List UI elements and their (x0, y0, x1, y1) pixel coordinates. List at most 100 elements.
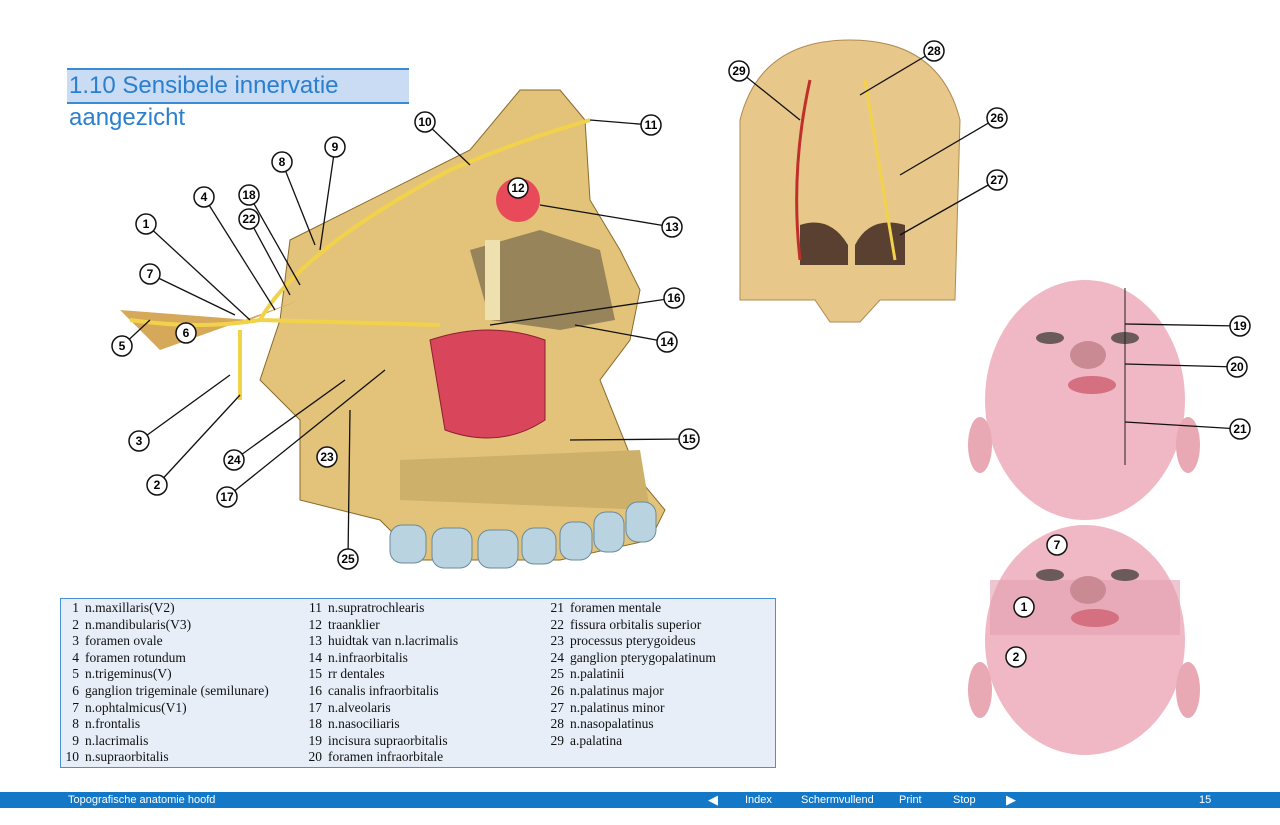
legend-label: incisura supraorbitalis (328, 732, 448, 748)
legend-number: 18 (308, 716, 323, 732)
legend-item: 11 n.supratrochlearis (304, 600, 458, 617)
callout-number: 10 (418, 115, 432, 129)
callout-number: 27 (990, 173, 1004, 187)
legend-number: 27 (550, 699, 565, 715)
legend-number: 2 (72, 616, 79, 632)
leader-line (899, 179, 998, 236)
face-illustration-top (968, 280, 1200, 520)
page-number: 15 (1199, 794, 1212, 806)
callout-7: 7 (139, 263, 236, 316)
footer-bar: Topografische anatomie hoofd ◀ Index Sch… (0, 792, 1280, 808)
index-link[interactable]: Index (745, 794, 772, 806)
callout-1: 1 (135, 213, 251, 321)
print-link[interactable]: Print (899, 794, 922, 806)
legend-label: n.nasopalatinus (570, 716, 654, 732)
legend-number: 14 (308, 649, 323, 665)
leader-line (203, 196, 276, 311)
callout-3: 3 (128, 374, 231, 452)
callout-23: 23 (316, 446, 338, 468)
callout-17: 17 (216, 369, 386, 508)
callout-number: 2 (1013, 650, 1020, 664)
callout-16: 16 (489, 287, 685, 326)
fullscreen-link[interactable]: Schermvullend (801, 794, 874, 806)
leader-line (859, 50, 935, 96)
leader-line (248, 218, 291, 296)
legend-label: n.infraorbitalis (328, 649, 408, 665)
legend-number: 4 (72, 649, 79, 665)
legend-number: 8 (72, 716, 79, 732)
legend-label: n.supraorbitalis (85, 749, 169, 765)
legend-item: 14 n.infraorbitalis (304, 650, 458, 667)
callout-18: 18 (238, 184, 301, 286)
stop-link[interactable]: Stop (953, 794, 976, 806)
callout-number: 24 (227, 453, 241, 467)
callout-number: 15 (682, 432, 696, 446)
callout-number: 4 (201, 190, 208, 204)
leader-line (489, 297, 675, 326)
legend-label: traanklier (328, 616, 380, 632)
legend-item: 20 foramen infraorbitale (304, 749, 458, 766)
callout-number: 26 (990, 111, 1004, 125)
callout-number: 1 (1021, 600, 1028, 614)
leader-line (1124, 323, 1241, 327)
callout-12: 12 (507, 177, 529, 199)
callout-number: 14 (660, 335, 674, 349)
leader-line (539, 204, 673, 228)
legend-label: n.supratrochlearis (328, 600, 425, 615)
callout-4: 4 (193, 186, 276, 311)
callout-28: 28 (859, 40, 945, 96)
legend-label: n.palatinii (570, 666, 625, 682)
legend-item: 16 canalis infraorbitalis (304, 683, 458, 700)
callout-number: 8 (279, 155, 286, 169)
triangle-left-icon[interactable]: ◀ (708, 792, 718, 807)
legend-number: 20 (308, 749, 323, 765)
callout-8: 8 (271, 151, 316, 246)
legend-label: huidtak van n.lacrimalis (328, 633, 459, 649)
callout-number: 9 (332, 140, 339, 154)
callout-13: 13 (539, 204, 683, 238)
callout-number: 28 (927, 44, 941, 58)
legend-label: n.palatinus minor (570, 699, 665, 715)
legend-label: n.lacrimalis (85, 732, 149, 748)
legend-number: 16 (308, 682, 323, 698)
callout-number: 6 (183, 326, 190, 340)
callout-14: 14 (574, 324, 678, 353)
legend-number: 24 (550, 649, 565, 665)
triangle-right-icon[interactable]: ▶ (1006, 792, 1016, 807)
callout-2: 2 (1005, 646, 1027, 668)
callout-19: 19 (1124, 315, 1251, 337)
callout-25: 25 (337, 409, 359, 570)
callout-27: 27 (899, 169, 1008, 236)
leader-line (233, 379, 346, 461)
page-title: 1.10 Sensibele innervatie aangezicht (67, 68, 409, 131)
legend-number: 15 (308, 666, 323, 682)
legend-label: canalis infraorbitalis (328, 682, 439, 698)
skull-lateral-illustration (120, 89, 666, 569)
callout-number: 17 (220, 490, 234, 504)
leader-line (248, 194, 301, 286)
callout-number: 20 (1230, 360, 1244, 374)
legend-number: 11 (309, 600, 322, 615)
callout-number: 29 (732, 64, 746, 78)
legend-label: foramen infraorbitale (328, 749, 444, 765)
legend-number: 19 (308, 732, 323, 748)
callout-number: 7 (1054, 538, 1061, 552)
legend-item: 2 n.mandibularis(V3) (61, 617, 269, 634)
callout-2: 2 (146, 394, 241, 496)
callout-number: 3 (136, 434, 143, 448)
callout-29: 29 (728, 60, 801, 121)
legend-label: n.mandibularis(V3) (85, 616, 192, 632)
